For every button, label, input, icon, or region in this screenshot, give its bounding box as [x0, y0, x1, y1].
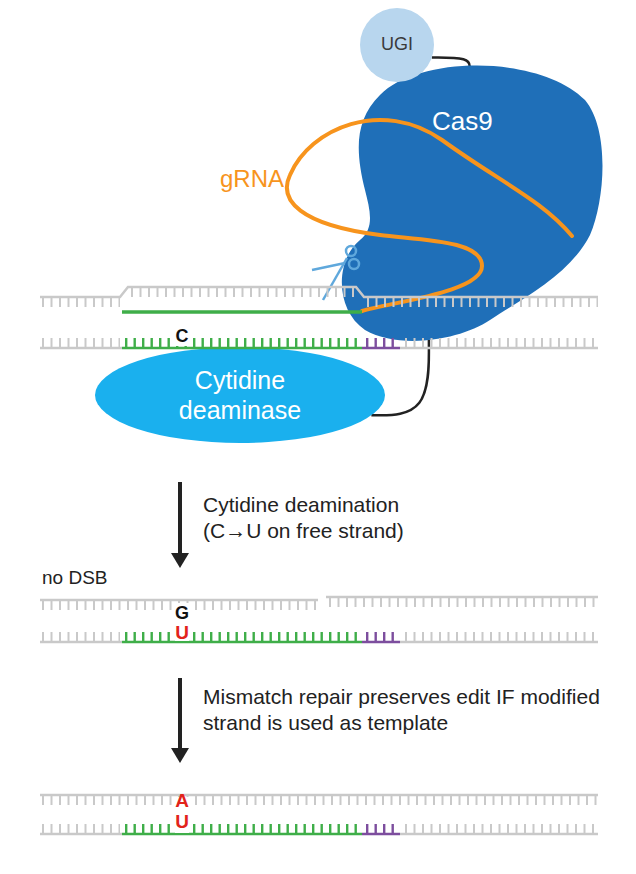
node-label: Cas9	[432, 106, 493, 137]
deaminase-ellipse: Cytidine deaminase	[95, 347, 385, 443]
dna-ticks	[42, 632, 120, 642]
node-label: Cytidine deaminase	[155, 365, 325, 425]
pam-strand	[362, 347, 400, 350]
base-letter: G	[175, 602, 189, 625]
step-caption: Mismatch repair preserves edit IF modifi…	[203, 684, 613, 737]
spacer-strand	[122, 310, 362, 314]
dna-bottom-strand	[400, 641, 598, 644]
step-arrow	[178, 482, 182, 555]
dna-ticks	[405, 338, 598, 348]
step-caption: Cytidine deamination (C→U on free strand…	[203, 492, 458, 545]
dna-ticks	[125, 338, 360, 348]
dna-ticks	[405, 824, 598, 834]
dna-bottom-strand	[40, 641, 122, 644]
node-text-holder: Cytidine deaminase	[95, 347, 385, 443]
node-shape	[360, 8, 434, 82]
dna-bottom-strand	[400, 833, 598, 836]
target-strand	[122, 641, 362, 644]
base-letter: C	[176, 325, 189, 348]
dna-ticks	[125, 632, 360, 642]
note-text: no DSB	[42, 566, 107, 590]
dna-top-strand	[326, 596, 598, 599]
cas9-protein: Cas9	[330, 50, 615, 350]
pam-strand	[362, 833, 400, 836]
dna-ticks	[42, 338, 120, 348]
node-shape	[95, 347, 385, 443]
dna-ticks	[42, 795, 598, 805]
target-strand	[122, 833, 362, 836]
step-arrow	[178, 678, 182, 750]
dna-top-strand	[40, 794, 598, 797]
node-text-holder: UGI	[360, 8, 434, 82]
ugi-circle: UGI	[360, 8, 434, 82]
dna-ticks	[42, 824, 120, 834]
dna-bottom-strand	[40, 833, 122, 836]
node-label: UGI	[381, 34, 413, 56]
edited-base-letter: U	[175, 621, 189, 645]
pam-strand	[362, 641, 400, 644]
dna-ticks	[329, 597, 598, 607]
node-shape	[342, 66, 603, 341]
node-text-holder: Cas9	[432, 106, 493, 137]
node-outline	[330, 50, 615, 350]
dna-ticks	[131, 287, 354, 297]
dna-ticks	[405, 632, 598, 642]
dna-ticks	[125, 824, 360, 834]
step-arrow-head	[171, 748, 189, 763]
edited-base-letter: A	[175, 789, 189, 813]
guide-rna-label: gRNA	[220, 164, 284, 194]
dna-ticks	[366, 632, 400, 642]
node-outline	[95, 347, 385, 443]
dna-top-strand	[40, 599, 318, 602]
step-arrow-head	[171, 553, 189, 568]
dna-bottom-strand	[400, 347, 598, 350]
dna-ticks	[42, 297, 120, 307]
edited-base-letter: U	[175, 810, 189, 834]
dna-ticks	[366, 824, 400, 834]
dna-bottom-strand	[40, 347, 122, 350]
scissors-blade	[312, 263, 345, 270]
